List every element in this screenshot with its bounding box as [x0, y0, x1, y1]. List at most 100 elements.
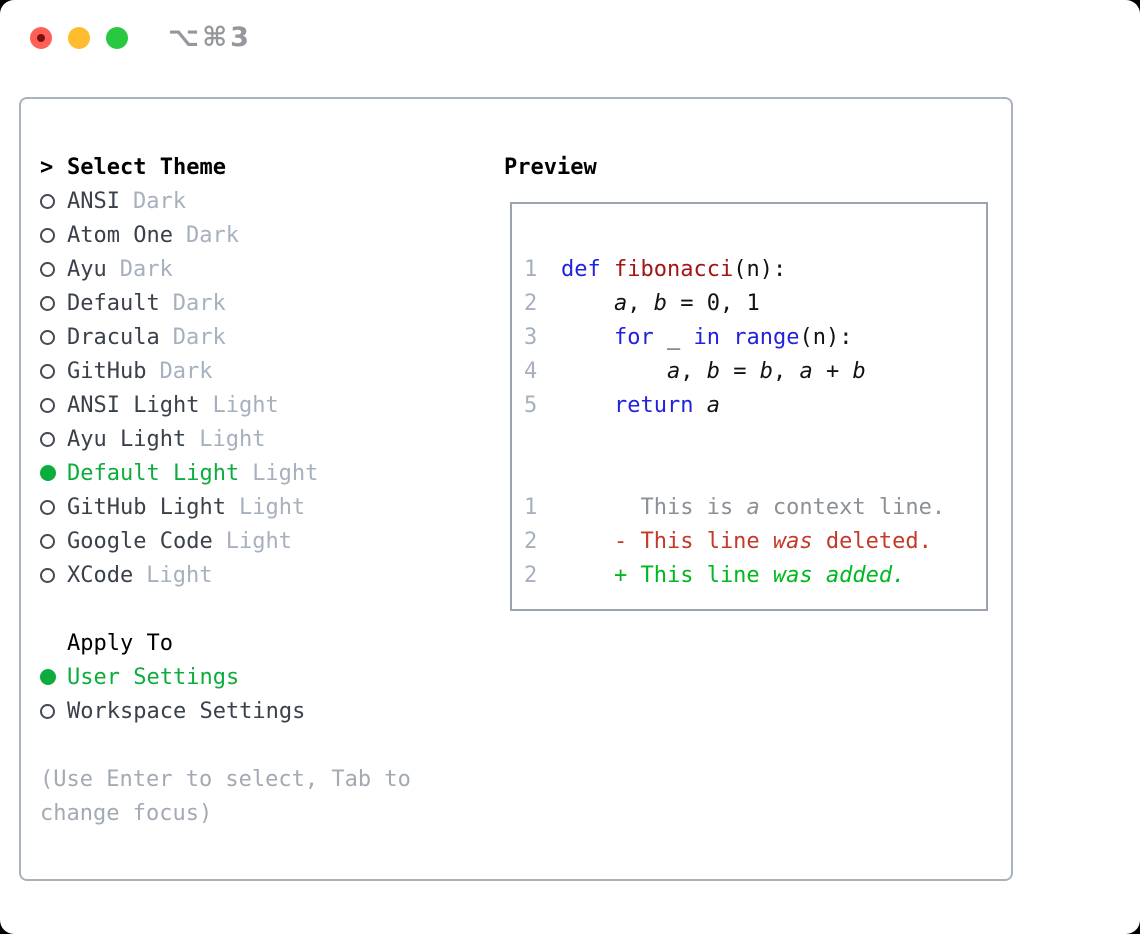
- variant-tag: Light: [225, 528, 292, 554]
- radio-selected-icon: [40, 465, 56, 481]
- preview-blank-line: [524, 456, 986, 490]
- window-title: ⌥⌘3: [168, 22, 252, 53]
- variant-tag: Dark: [185, 222, 239, 248]
- preview-line: 3 for _ in range(n):: [524, 320, 986, 354]
- unsaved-dot-icon: [37, 34, 45, 42]
- line-content: - This line was deleted.: [561, 528, 932, 554]
- titlebar: ⌥⌘3: [0, 0, 1140, 76]
- line-content: a, b = 0, 1: [613, 290, 760, 316]
- hint-line-2: change focus): [40, 800, 213, 826]
- option-label: GitHub Light: [67, 494, 226, 520]
- icon-gutter: [40, 193, 67, 209]
- option-label: ANSI Light: [67, 392, 200, 418]
- line-number: 5: [524, 392, 538, 418]
- preview-line: 5 return a: [524, 388, 986, 422]
- line-content: a, b = b, a + b: [666, 358, 866, 384]
- radio-icon: [40, 363, 55, 379]
- radio-icon: [40, 397, 55, 413]
- theme-option-default-light[interactable]: Default Light Light: [40, 456, 490, 490]
- preview-blank-line: [524, 422, 986, 456]
- radio-icon: [40, 499, 55, 515]
- select-theme-heading: > Select Theme: [40, 150, 490, 184]
- preview-line: 1 This is a context line.: [524, 490, 986, 524]
- hint-line-1: (Use Enter to select, Tab to: [40, 766, 411, 792]
- icon-gutter: [40, 295, 67, 311]
- radio-icon: [40, 261, 55, 277]
- variant-tag: Dark: [159, 358, 213, 384]
- option-label: User Settings: [67, 664, 240, 690]
- variant-tag: Dark: [172, 290, 226, 316]
- radio-icon: [40, 227, 55, 243]
- theme-option-ayu-light[interactable]: Ayu Light Light: [40, 422, 490, 456]
- option-label: Dracula: [67, 324, 160, 350]
- radio-icon: [40, 533, 55, 549]
- variant-tag: Dark: [132, 188, 186, 214]
- line-content: def fibonacci(n):: [561, 256, 787, 282]
- line-content: return a: [613, 392, 720, 418]
- radio-icon: [40, 295, 55, 311]
- zoom-button[interactable]: [106, 27, 128, 49]
- option-label: GitHub: [67, 358, 147, 384]
- option-label: ANSI: [67, 188, 120, 214]
- variant-tag: Dark: [119, 256, 173, 282]
- option-label: XCode: [67, 562, 134, 588]
- preview-line: 2 - This line was deleted.: [524, 524, 986, 558]
- option-label: Google Code: [67, 528, 213, 554]
- prompt-icon: >: [40, 154, 54, 180]
- option-label: Default: [67, 290, 160, 316]
- icon-gutter: [40, 431, 67, 447]
- radio-icon: [40, 431, 55, 447]
- icon-gutter: [40, 329, 67, 345]
- apply-to-heading: Apply To: [40, 626, 490, 660]
- icon-gutter: [40, 397, 67, 413]
- line-number: 2: [524, 562, 538, 588]
- radio-icon: [40, 329, 55, 345]
- variant-tag: Light: [252, 460, 319, 486]
- line-number: 2: [524, 528, 538, 554]
- line-content: + This line was added.: [561, 562, 906, 588]
- variant-tag: Dark: [172, 324, 226, 350]
- minimize-button[interactable]: [68, 27, 90, 49]
- preview-line: 2 + This line was added.: [524, 558, 986, 592]
- radio-icon: [40, 567, 55, 583]
- option-label: Atom One: [67, 222, 173, 248]
- variant-tag: Light: [146, 562, 213, 588]
- apply-option-workspace-settings[interactable]: Workspace Settings: [40, 694, 490, 728]
- apply-option-user-settings[interactable]: User Settings: [40, 660, 490, 694]
- theme-option-default[interactable]: Default Dark: [40, 286, 490, 320]
- theme-option-dracula[interactable]: Dracula Dark: [40, 320, 490, 354]
- option-label: Ayu Light: [67, 426, 187, 452]
- radio-selected-icon: [40, 669, 56, 685]
- theme-option-google-code[interactable]: Google Code Light: [40, 524, 490, 558]
- icon-gutter: [40, 669, 67, 685]
- line-content: for _ in range(n):: [613, 324, 853, 350]
- variant-tag: Light: [238, 494, 306, 520]
- icon-gutter: [40, 533, 67, 549]
- line-number: 4: [524, 358, 538, 384]
- icon-gutter: [40, 465, 67, 481]
- preview-line: 4 a, b = b, a + b: [524, 354, 986, 388]
- theme-option-ansi[interactable]: ANSI Dark: [40, 184, 490, 218]
- theme-option-github-light[interactable]: GitHub Light Light: [40, 490, 490, 524]
- option-label: Default Light: [67, 460, 240, 486]
- icon-gutter: [40, 703, 67, 719]
- line-content: This is a context line.: [561, 494, 946, 520]
- spacer: [40, 592, 490, 626]
- option-label: Workspace Settings: [67, 698, 306, 724]
- spacer: [40, 728, 490, 762]
- radio-icon: [40, 193, 55, 209]
- theme-option-xcode[interactable]: XCode Light: [40, 558, 490, 592]
- variant-tag: Light: [199, 426, 266, 452]
- theme-option-github[interactable]: GitHub Dark: [40, 354, 490, 388]
- close-button[interactable]: [30, 27, 52, 49]
- preview-heading: Preview: [504, 150, 597, 184]
- theme-option-atom-one[interactable]: Atom One Dark: [40, 218, 490, 252]
